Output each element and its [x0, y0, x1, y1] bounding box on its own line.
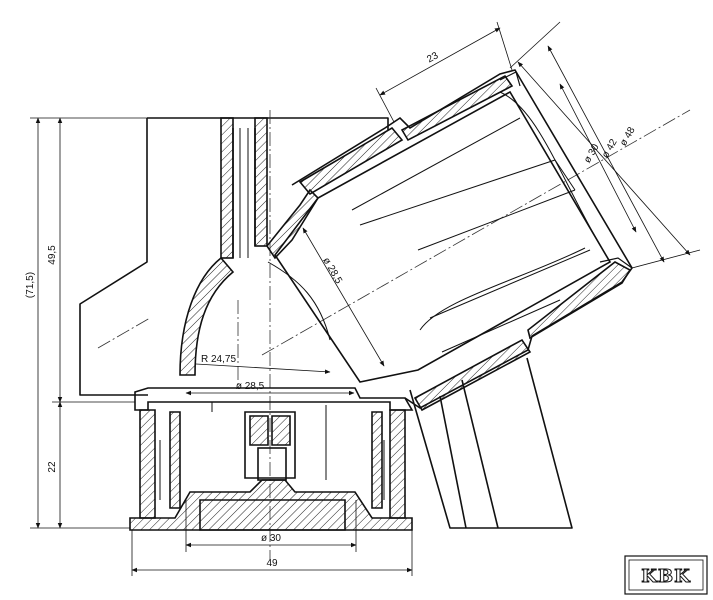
dim-socket-diameter: ø 28,5	[320, 256, 344, 286]
dimension-lines	[30, 21, 701, 576]
dim-outer-diameter: ø 48	[618, 125, 638, 148]
lower-base	[129, 387, 414, 531]
kbk-logo: KBK	[624, 555, 708, 595]
dim-mid-diameter: ø 42	[600, 137, 620, 160]
dim-bend-radius: R 24,75	[201, 354, 236, 365]
vertical-riser	[220, 117, 268, 259]
dim-overall-height: (71,5)	[25, 272, 36, 298]
dim-base-inner-diameter: ø 30	[261, 533, 281, 544]
dim-seat-diameter: ø 28,5	[236, 381, 265, 392]
dim-lower-height: 22	[47, 461, 58, 473]
logo-text: KBK	[641, 566, 691, 587]
angled-socket	[274, 69, 633, 412]
dim-sleeve-length: 23	[425, 50, 440, 65]
dim-upper-height: 49,5	[47, 245, 58, 265]
dim-base-width: 49	[266, 558, 278, 569]
dim-inner-diameter: ø 30	[582, 142, 602, 165]
